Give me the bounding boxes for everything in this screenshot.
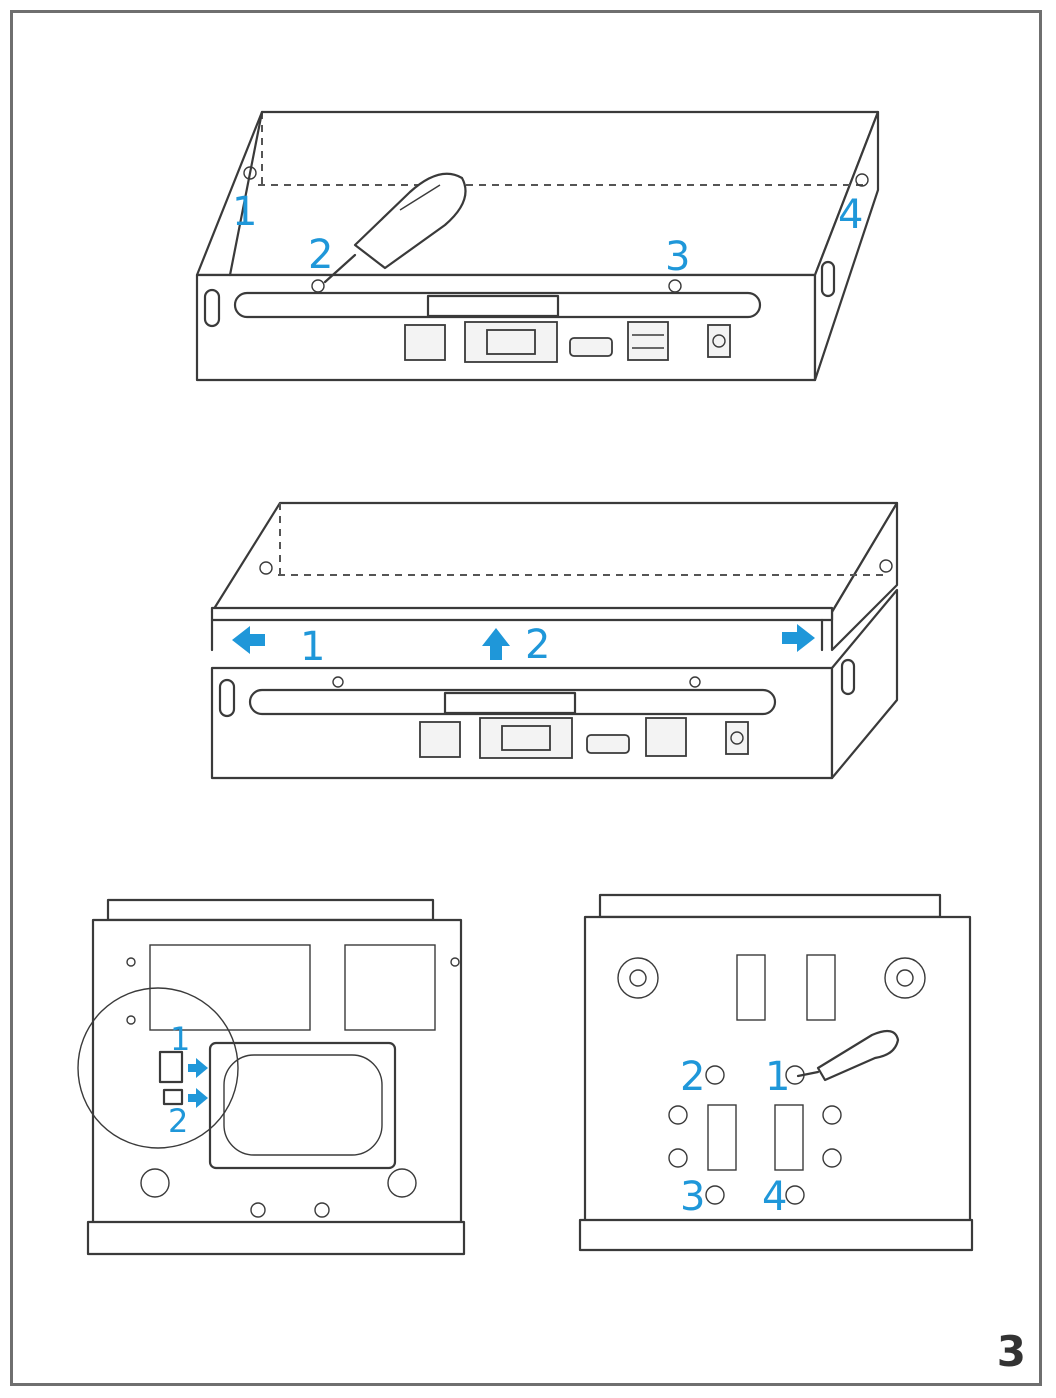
lan-port — [404, 324, 446, 361]
screw-label-4: 4 — [762, 1174, 787, 1220]
panel-remove-screws: 1 2 3 4 — [195, 110, 880, 382]
base-right-face — [830, 588, 899, 780]
screw-label-1: 1 — [232, 189, 257, 235]
slide-label-2: 2 — [525, 622, 550, 668]
screw-hole — [705, 1065, 725, 1085]
front-panel — [578, 1218, 974, 1252]
screw-label-4: 4 — [838, 192, 863, 238]
mainboard-area — [149, 944, 311, 1031]
rear-edge — [106, 898, 435, 922]
power-connector — [162, 1088, 184, 1106]
side-slot — [820, 260, 836, 298]
foot — [617, 957, 659, 999]
mount-screw — [387, 1168, 417, 1198]
page-number: 3 — [996, 1327, 1026, 1376]
hdmi-port — [569, 337, 613, 357]
screw-hole — [705, 1185, 725, 1205]
chassis-bottom — [583, 915, 972, 1224]
usb-ports — [645, 717, 687, 757]
screwdriver-icon — [323, 172, 467, 284]
data-connector — [158, 1050, 184, 1084]
power-port — [725, 721, 749, 755]
screw-hole — [243, 166, 257, 180]
slide-label-1: 1 — [300, 624, 325, 670]
side-slot — [203, 288, 221, 328]
panel-fasten-bottom: 1 2 3 4 — [578, 893, 974, 1252]
screwdriver-icon — [796, 1029, 900, 1082]
zoom-circle — [77, 987, 239, 1149]
connector-label-1: 1 — [170, 1020, 190, 1058]
lan-port — [419, 721, 461, 758]
cover-lip — [210, 606, 834, 622]
screw-hole — [855, 173, 869, 187]
device-right-face — [813, 110, 880, 382]
arrow-left-icon — [232, 626, 265, 654]
page-frame — [10, 10, 1042, 1386]
screw-hole — [785, 1185, 805, 1205]
screw-label-2: 2 — [308, 232, 333, 278]
screw-label-2: 2 — [680, 1054, 705, 1100]
arrow-right-icon — [188, 1058, 208, 1078]
arrow-up-icon — [482, 628, 510, 660]
usb-ports — [627, 321, 669, 361]
rear-edge — [598, 893, 942, 919]
device-top-face — [195, 110, 880, 277]
mount-screw — [140, 1168, 170, 1198]
panel-slide-cover: 1 2 — [210, 501, 899, 780]
panel-connect-hdd: 1 2 — [77, 898, 466, 1256]
hdmi-port — [586, 734, 630, 754]
arrow-right-icon — [188, 1088, 208, 1108]
arrow-right-icon — [782, 624, 815, 652]
screw-label-3: 3 — [680, 1174, 705, 1220]
power-port — [707, 324, 731, 358]
cover-top-face — [210, 501, 899, 614]
foot — [884, 957, 926, 999]
hard-drive — [208, 1041, 397, 1170]
screw-label-3: 3 — [665, 234, 690, 280]
connector-label-2: 2 — [168, 1102, 188, 1140]
front-panel — [86, 1220, 466, 1256]
vent-slots — [707, 954, 836, 1171]
screw-label-1: 1 — [765, 1054, 790, 1100]
bracket-center — [426, 294, 560, 318]
